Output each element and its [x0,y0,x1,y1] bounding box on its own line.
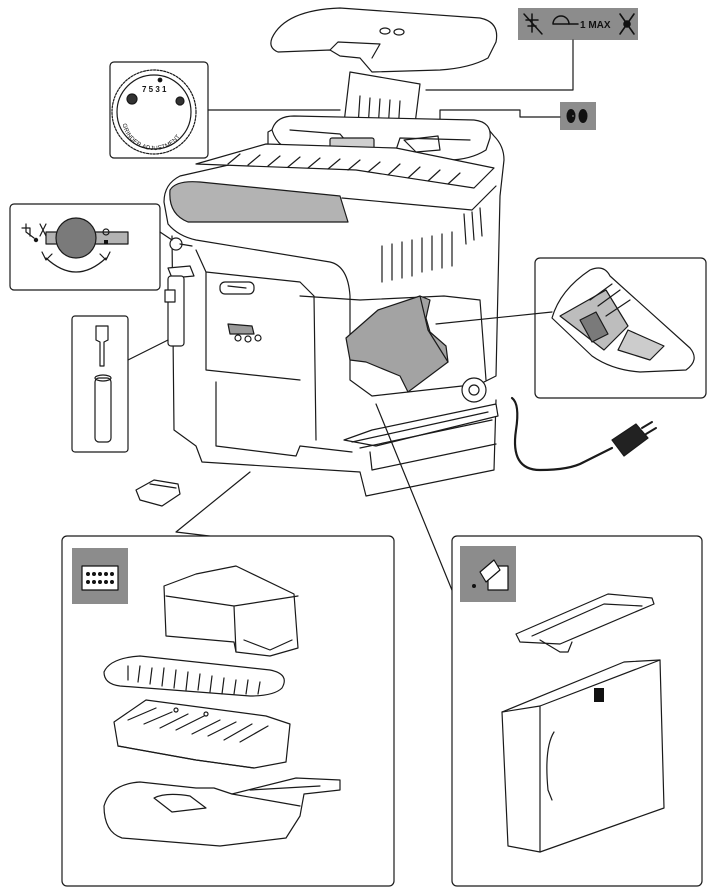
small-part [135,479,181,507]
brew-unit-panel [534,257,707,399]
top-icon-box [518,8,638,40]
grinder-dial-panel [109,61,209,159]
no-water-icon [523,13,543,35]
powder-scoop-icon [552,15,579,25]
bean-icon-box [560,102,596,130]
leader-line [159,231,173,241]
machine-body [163,115,505,497]
power-cord [510,396,657,472]
leader-line [439,109,561,129]
leader-line [175,471,251,539]
steam-knob-panel [9,203,161,291]
coffee-beans-icon [566,109,588,123]
drip-tray-panel [61,535,395,887]
nozzle-panel [71,315,129,453]
max-label: 1 MAX [580,20,611,31]
no-dishwasher-icon [619,13,635,35]
water-tank-fill-icon [472,559,509,591]
water-tank-panel [451,535,703,887]
leader-line [425,39,574,91]
leader-line [127,339,169,361]
drip-tray-icon [81,565,119,591]
steam-hot-water-icon [21,223,47,243]
grinder-scale-label: 7 5 3 1 [142,85,167,94]
leader-line [435,311,553,325]
bean-container-lid [270,7,498,73]
